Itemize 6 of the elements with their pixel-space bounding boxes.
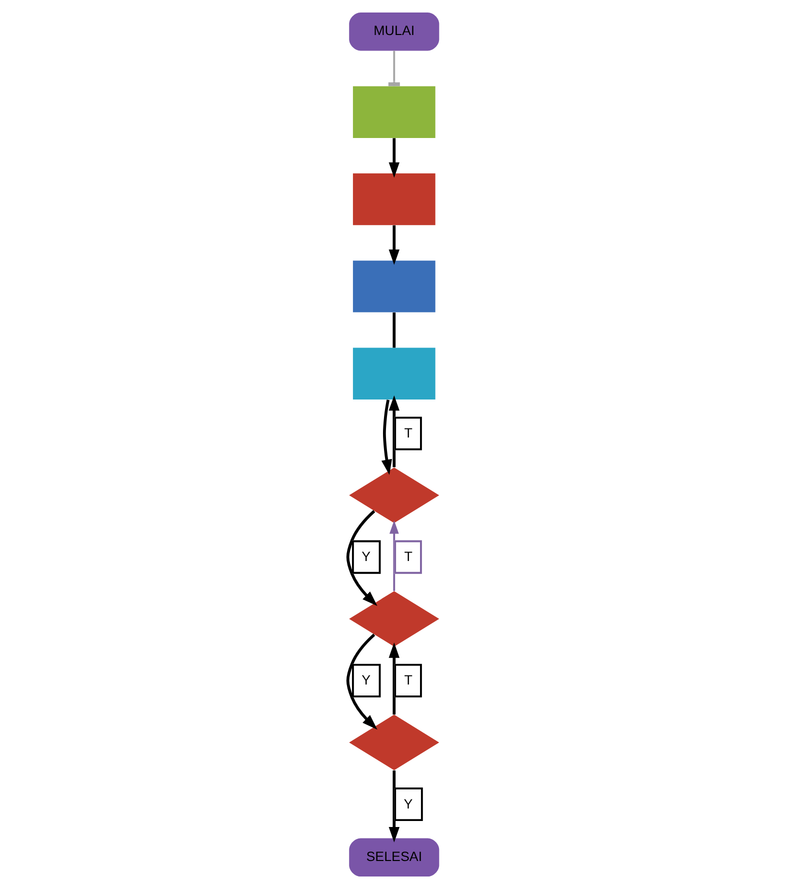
edge-label: Y xyxy=(362,672,371,688)
edge-label: T xyxy=(404,426,412,441)
edge-label: T xyxy=(404,672,412,688)
edge-label: Y xyxy=(362,549,371,564)
edge-label: T xyxy=(404,549,412,564)
edge-label: Y xyxy=(404,796,413,812)
